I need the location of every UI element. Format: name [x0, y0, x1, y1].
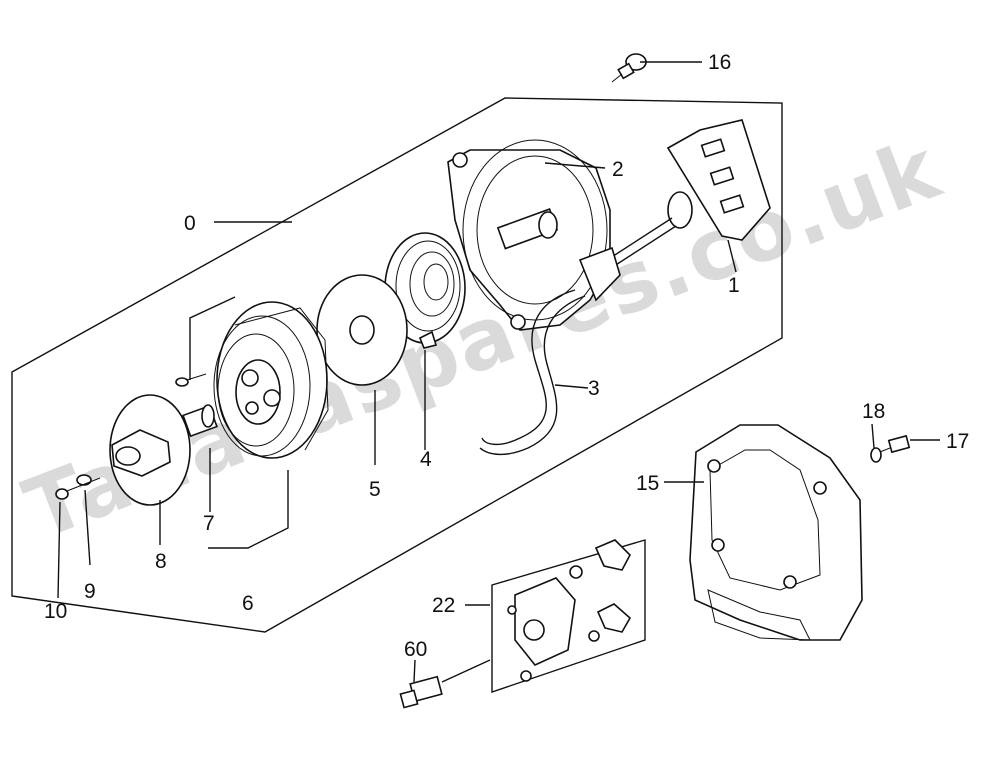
- label-part-3: 3: [588, 377, 600, 400]
- washer-part-5: [316, 274, 408, 386]
- label-part-18: 18: [862, 400, 885, 423]
- bushing-part-7: [182, 404, 218, 438]
- pulley-reel-part-6: [213, 301, 329, 459]
- screw-part-10: [55, 477, 101, 500]
- leader-lines: [57, 61, 940, 683]
- label-part-60: 60: [404, 638, 427, 661]
- starter-handle-part-1: [603, 119, 771, 271]
- label-part-2: 2: [612, 158, 624, 181]
- label-part-9: 9: [84, 580, 96, 603]
- label-part-0: 0: [184, 212, 196, 235]
- label-part-4: 4: [420, 448, 432, 471]
- starter-rope-part-3: [481, 289, 576, 446]
- label-part-5: 5: [369, 478, 381, 501]
- fan-cover-part-15: [689, 424, 863, 641]
- starter-housing-part-2: [447, 139, 621, 331]
- label-part-16: 16: [708, 51, 731, 74]
- label-part-7: 7: [203, 512, 215, 535]
- label-part-22: 22: [432, 594, 455, 617]
- group-outline-part-22: [491, 539, 646, 693]
- label-part-17: 17: [946, 430, 969, 453]
- washer-part-18: [870, 447, 882, 463]
- label-part-10: 10: [44, 600, 67, 623]
- fitting-part-60: [399, 675, 443, 709]
- label-part-6: 6: [242, 592, 254, 615]
- label-part-8: 8: [155, 550, 167, 573]
- ignition-module-part-22: [507, 539, 632, 682]
- label-part-1: 1: [728, 274, 740, 297]
- ratchet-plate-part-8: [109, 394, 191, 506]
- bolt-part-16: [611, 53, 647, 83]
- bolt-part-17: [879, 434, 911, 454]
- washer-part-9: [76, 474, 92, 486]
- label-part-15: 15: [636, 472, 659, 495]
- assembly-outline: [11, 97, 783, 633]
- screw-small: [175, 373, 207, 387]
